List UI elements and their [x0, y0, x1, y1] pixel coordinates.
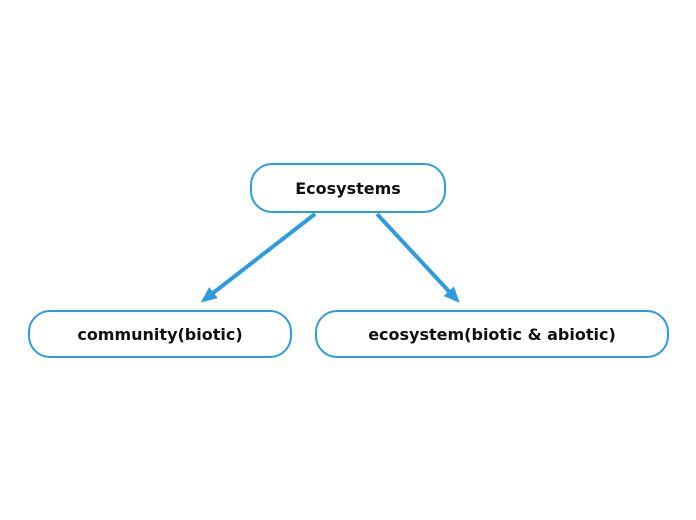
node-ecosystem-biotic-abiotic[interactable]: ecosystem(biotic & abiotic) [315, 310, 669, 358]
node-community-biotic[interactable]: community(biotic) [28, 310, 292, 358]
node-community-biotic-label: community(biotic) [77, 324, 243, 344]
node-ecosystems[interactable]: Ecosystems [250, 163, 446, 213]
node-ecosystems-label: Ecosystems [295, 178, 401, 198]
connector-root-to-community [200, 212, 317, 303]
connector-root-to-ecosystem [375, 212, 460, 303]
node-ecosystem-biotic-abiotic-label: ecosystem(biotic & abiotic) [368, 324, 616, 344]
